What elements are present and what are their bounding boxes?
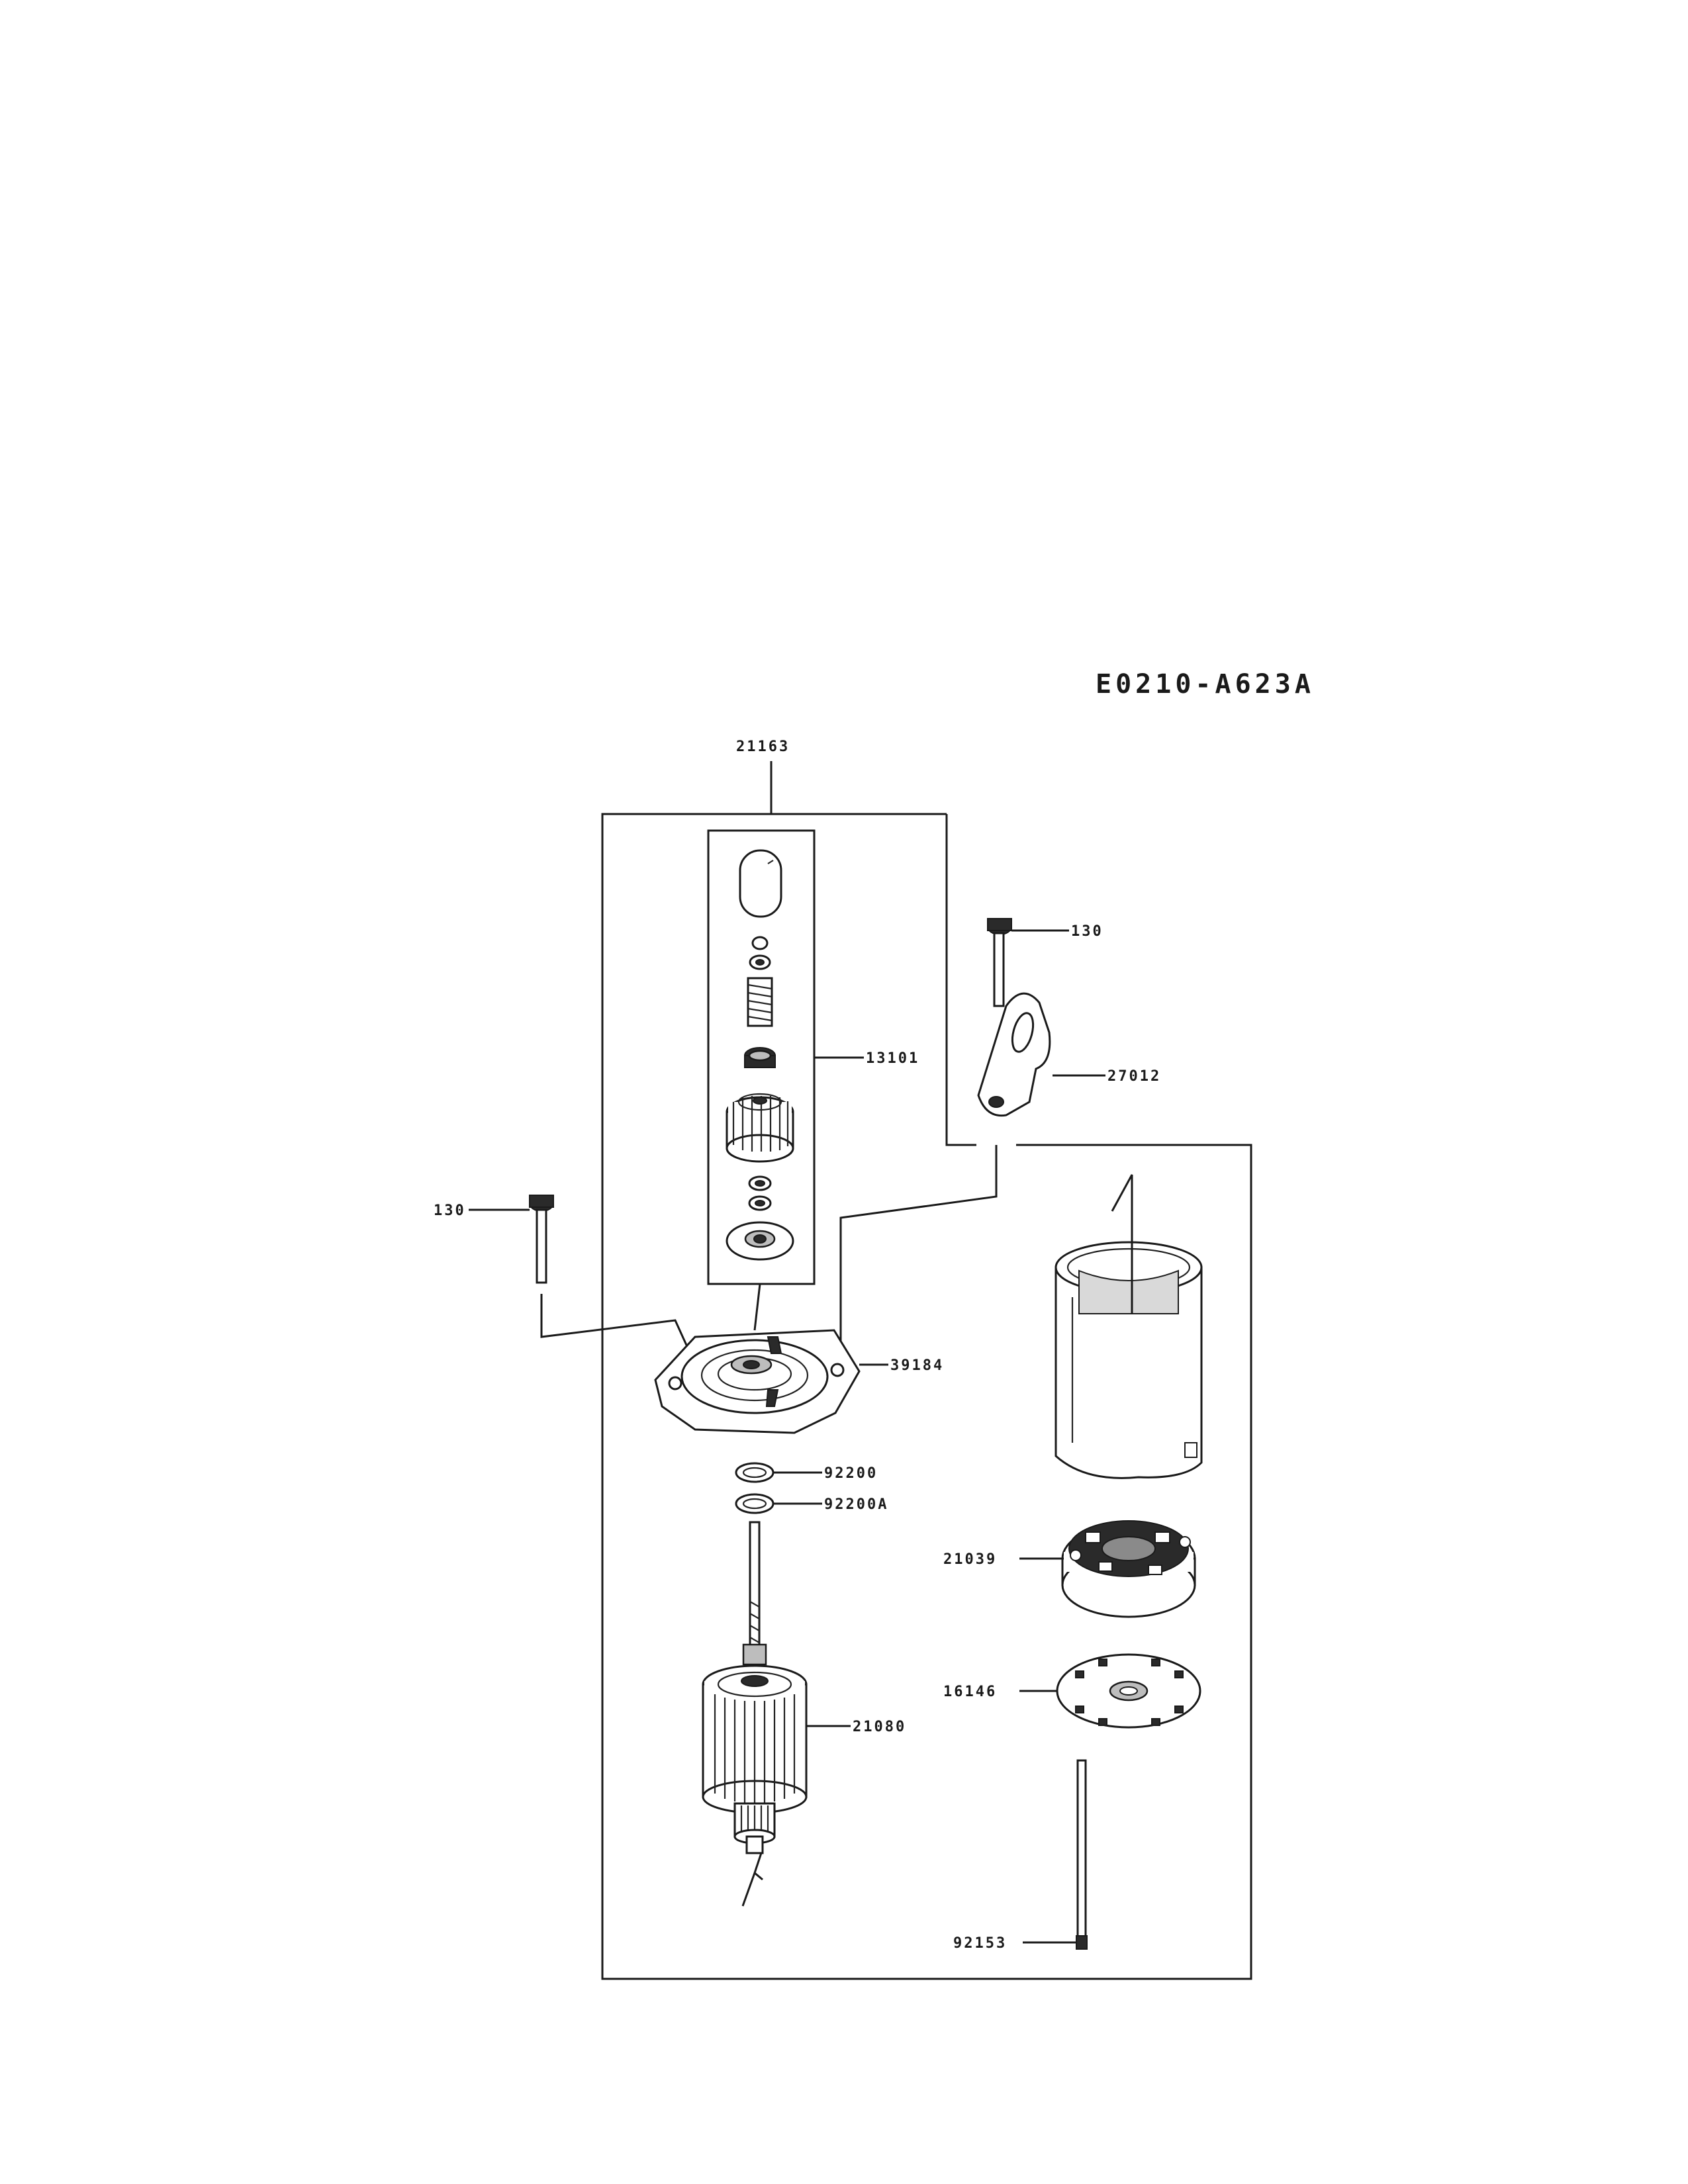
label-39184: 39184	[890, 1357, 944, 1374]
assembly-outline	[601, 813, 1252, 1980]
leader-bolt-cover	[540, 1294, 693, 1357]
bolt-left	[529, 1195, 554, 1284]
label-92153: 92153	[953, 1935, 1007, 1952]
leader-armature-down	[741, 1852, 763, 1907]
yoke-housing	[1055, 1241, 1203, 1479]
label-92200A: 92200A	[824, 1496, 888, 1513]
end-cover	[654, 1329, 861, 1434]
label-21080: 21080	[853, 1719, 906, 1735]
brush-holder	[1061, 1520, 1196, 1618]
washer-92200	[735, 1462, 774, 1483]
armature	[702, 1521, 808, 1854]
label-13101: 13101	[866, 1050, 919, 1067]
leader-bracket-cover	[839, 1145, 998, 1347]
label-21163: 21163	[736, 739, 790, 755]
label-92200: 92200	[824, 1465, 878, 1482]
through-bolt	[1076, 1759, 1088, 1950]
leader-yoke-up	[1111, 1174, 1133, 1314]
label-21039: 21039	[943, 1551, 997, 1568]
washer-92200A	[735, 1493, 774, 1514]
label-27012: 27012	[1107, 1068, 1161, 1085]
plate-part	[1056, 1653, 1201, 1729]
drive-kit-parts	[726, 849, 794, 1261]
bracket-part	[977, 992, 1051, 1117]
sleeve-part	[739, 849, 782, 918]
bolt-top	[987, 918, 1012, 1007]
label-130-top: 130	[1071, 923, 1103, 940]
label-130-left: 130	[434, 1203, 466, 1219]
label-16146: 16146	[943, 1684, 997, 1700]
drawing-code: E0210-A623A	[1096, 669, 1315, 700]
